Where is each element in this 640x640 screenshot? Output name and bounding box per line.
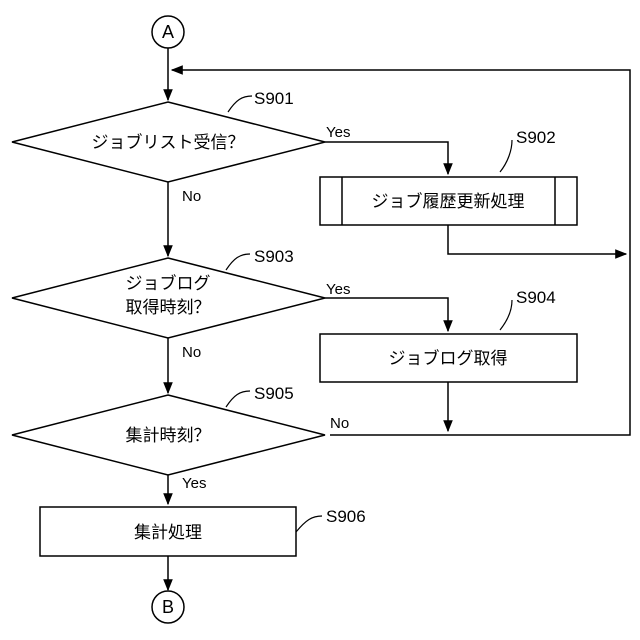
step-s905-label: S905 <box>254 384 294 403</box>
connector-b-label: B <box>162 597 174 617</box>
step-s903-label: S903 <box>254 247 294 266</box>
yes-901-label: Yes <box>326 124 350 141</box>
process-s902: ジョブ履歴更新処理 <box>320 177 577 225</box>
decision-s901: ジョブリスト受信？ <box>12 102 325 182</box>
decision-s905: 集計時刻？ <box>12 395 325 475</box>
step-s904-label: S904 <box>516 288 556 307</box>
s901-leader <box>228 96 252 112</box>
step-s902-label: S902 <box>516 128 556 147</box>
no-901-label: No <box>182 188 201 205</box>
step-s901-label: S901 <box>254 89 294 108</box>
s905-leader <box>226 391 250 407</box>
process-acquire-job-log-label: ジョブログ取得 <box>389 348 508 369</box>
yes-903-label: Yes <box>326 281 350 298</box>
decision-aggregate-time-label: 集計時刻？ <box>126 426 211 446</box>
decision-job-log-time-line2: 取得時刻？ <box>126 298 211 318</box>
arrow-s903-yes <box>325 298 448 331</box>
arrow-s901-yes <box>325 142 448 174</box>
decision-receive-job-list-label: ジョブリスト受信？ <box>92 132 245 153</box>
decision-s903: ジョブログ 取得時刻？ <box>12 258 325 338</box>
no-903-label: No <box>182 344 201 361</box>
decision-job-log-time-line1: ジョブログ <box>126 273 211 294</box>
process-s906: 集計処理 <box>40 507 296 556</box>
s903-leader <box>226 254 250 270</box>
step-s906-label: S906 <box>326 507 366 526</box>
process-aggregate-label: 集計処理 <box>134 523 202 543</box>
yes-905-label: Yes <box>182 475 206 492</box>
s904-leader <box>500 300 512 330</box>
s902-leader <box>500 140 512 172</box>
arrow-s902-to-loop <box>448 225 626 254</box>
no-905-label: No <box>330 415 349 432</box>
process-s904: ジョブログ取得 <box>320 334 577 382</box>
connector-a: A <box>152 16 184 48</box>
connector-b: B <box>152 591 184 623</box>
connector-a-label: A <box>162 22 174 42</box>
process-update-job-history-label: ジョブ履歴更新処理 <box>372 191 525 212</box>
s906-leader <box>296 516 322 532</box>
